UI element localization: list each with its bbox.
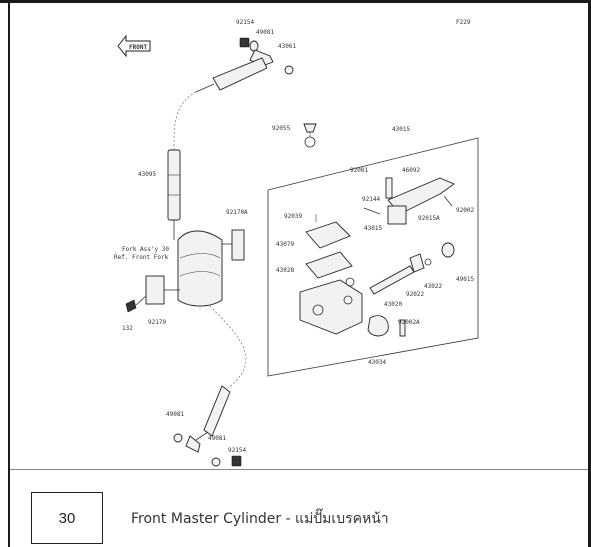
boot xyxy=(409,253,425,273)
fork-note-line2: Ref. Front Fork xyxy=(114,254,169,261)
piston xyxy=(369,265,415,295)
hose-fitting-bottom xyxy=(185,435,201,453)
caption-separator xyxy=(10,469,588,470)
callout-label: 92170A xyxy=(226,209,248,216)
callout-label: 92001 xyxy=(350,167,368,174)
callout-label: 132 xyxy=(122,325,133,332)
hose-sleeve-mid xyxy=(167,149,181,221)
right-border xyxy=(588,0,591,547)
reservoir-cover xyxy=(305,221,351,249)
figure-code: F229 xyxy=(456,19,471,26)
banjo-bolt-bottom xyxy=(231,455,242,467)
lever-bracket xyxy=(387,205,407,225)
washer-top-1 xyxy=(249,40,259,52)
parts-diagram: F229 FRONT xyxy=(114,19,479,467)
clamp-bolt xyxy=(399,319,406,337)
top-border xyxy=(0,0,591,3)
dust-cover xyxy=(441,242,455,258)
callout-label: 43015 xyxy=(392,126,410,133)
callout-label: 43034 xyxy=(368,359,386,366)
hose-sleeve-bottom xyxy=(203,385,231,437)
master-cylinder-assembly xyxy=(267,123,479,377)
fork-note-line1: Fork Ass'y 30 xyxy=(122,246,169,253)
hose-sleeve-top xyxy=(212,57,268,91)
callout-label: 49081 xyxy=(256,29,274,36)
callout-label: 49081 xyxy=(166,411,184,418)
lower-cable xyxy=(173,305,247,467)
lever-pivot-bolt xyxy=(385,177,393,199)
upper-cable xyxy=(167,37,294,240)
washer-top-2 xyxy=(284,65,294,75)
hose-clamp xyxy=(145,275,165,305)
callout-label: 92022 xyxy=(406,291,424,298)
front-label: FRONT xyxy=(129,44,147,51)
handlebar-clamp xyxy=(367,315,389,337)
callout-label: 92154 xyxy=(236,19,254,26)
callout-label: 92039 xyxy=(284,213,302,220)
assembly-outline xyxy=(267,137,479,377)
fork-bracket xyxy=(125,229,245,313)
callout-label: 49081 xyxy=(208,435,226,442)
front-arrow-icon: FRONT xyxy=(117,34,151,58)
callout-label: 92002 xyxy=(456,207,474,214)
callout-label: 92170 xyxy=(148,319,166,326)
callout-label: 46092 xyxy=(402,167,420,174)
washer-bottom-1 xyxy=(173,433,183,443)
callout-label: 92055 xyxy=(272,125,290,132)
bolt-132 xyxy=(125,299,137,313)
left-border xyxy=(8,0,10,547)
callout-label: 43095 xyxy=(138,171,156,178)
callout-label: 43022 xyxy=(424,283,442,290)
callout-label: 49015 xyxy=(456,276,474,283)
callout-label: 43028 xyxy=(276,267,294,274)
callout-label: 43015 xyxy=(364,225,382,232)
banjo-bolt-top xyxy=(239,37,250,48)
callout-label: 92002A xyxy=(398,319,420,326)
clamp-bracket xyxy=(231,229,245,261)
fork-tube xyxy=(177,230,223,307)
callout-label: 43061 xyxy=(278,43,296,50)
callout-label: 43079 xyxy=(276,241,294,248)
item-number-box: 30 xyxy=(31,492,103,544)
diaphragm xyxy=(305,251,353,279)
callout-label: 92154 xyxy=(228,447,246,454)
cylinder-body xyxy=(299,279,363,335)
callout-label: 43020 xyxy=(384,301,402,308)
washer-bottom-2 xyxy=(211,457,221,467)
callout-label: 92015A xyxy=(418,215,440,222)
reservoir-cap xyxy=(303,123,317,133)
callout-label: 92144 xyxy=(362,196,380,203)
part-caption: Front Master Cylinder - แม่ปั๊มเบรคหน้า xyxy=(131,511,389,527)
